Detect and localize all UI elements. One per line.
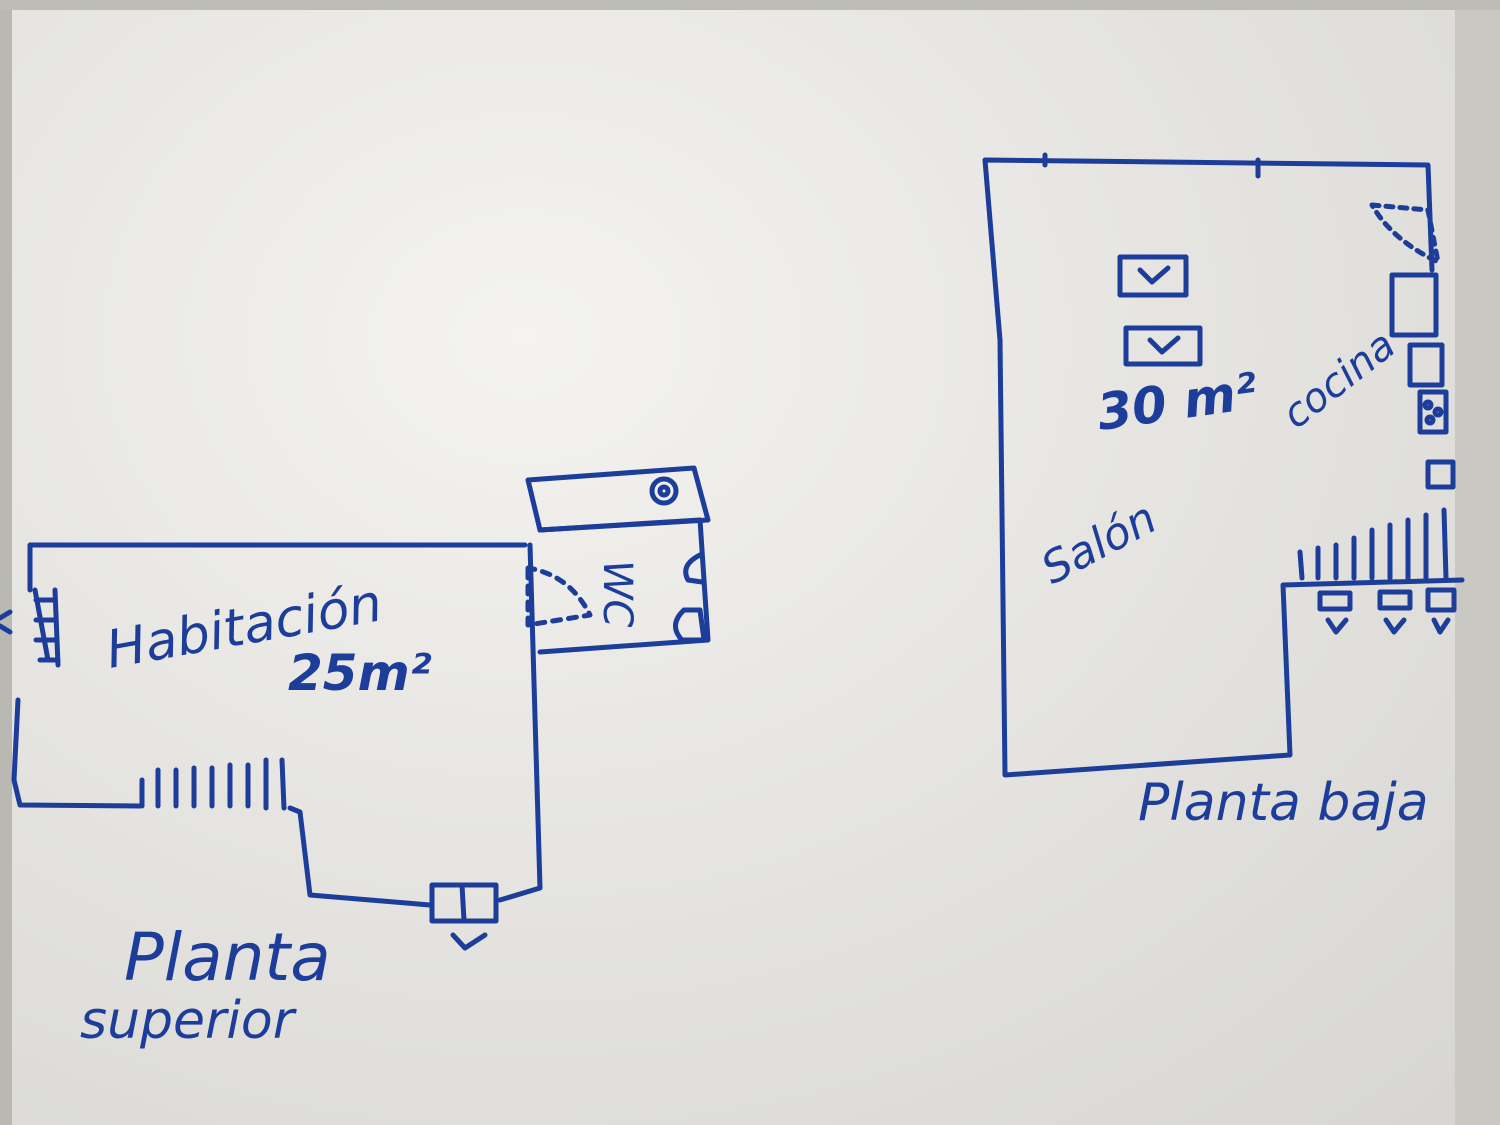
living-room-label: Salón xyxy=(1033,492,1165,594)
ground-floor-title: Planta baja xyxy=(1138,773,1429,833)
ground-floor-plan xyxy=(982,152,1465,778)
kitchen-windows xyxy=(1317,587,1457,635)
bedroom-window xyxy=(0,587,61,668)
upper-floor-labels: Habitación 25m² WC Planta superior xyxy=(80,560,640,1051)
upper-floor-plan xyxy=(0,465,711,951)
ground-floor-labels: 30 m² cocina Salón Planta baja xyxy=(1033,322,1428,833)
bottom-window-symbol xyxy=(429,882,499,951)
shower-icon xyxy=(673,607,707,643)
wc-block xyxy=(525,465,711,655)
bedroom-walls xyxy=(11,542,543,908)
kitchen-counter xyxy=(1389,272,1456,490)
upper-floor-title-line2: superior xyxy=(80,991,298,1051)
kitchen-label: cocina xyxy=(1274,322,1404,438)
upper-floor-title-line1: Planta xyxy=(124,919,331,996)
bedroom-area: 25m² xyxy=(288,644,432,702)
ground-stair-hatching xyxy=(1297,507,1449,581)
wc-label: WC xyxy=(594,560,640,628)
wc-door-arc xyxy=(525,565,593,628)
living-walls xyxy=(982,157,1465,778)
living-windows xyxy=(1117,254,1203,367)
area-label: 30 m² xyxy=(1094,362,1262,442)
bedroom-stair-hatching xyxy=(139,757,287,811)
toilet-icon xyxy=(683,552,705,585)
kitchen-door-dashed xyxy=(1369,202,1441,265)
sink-icon xyxy=(649,476,679,506)
